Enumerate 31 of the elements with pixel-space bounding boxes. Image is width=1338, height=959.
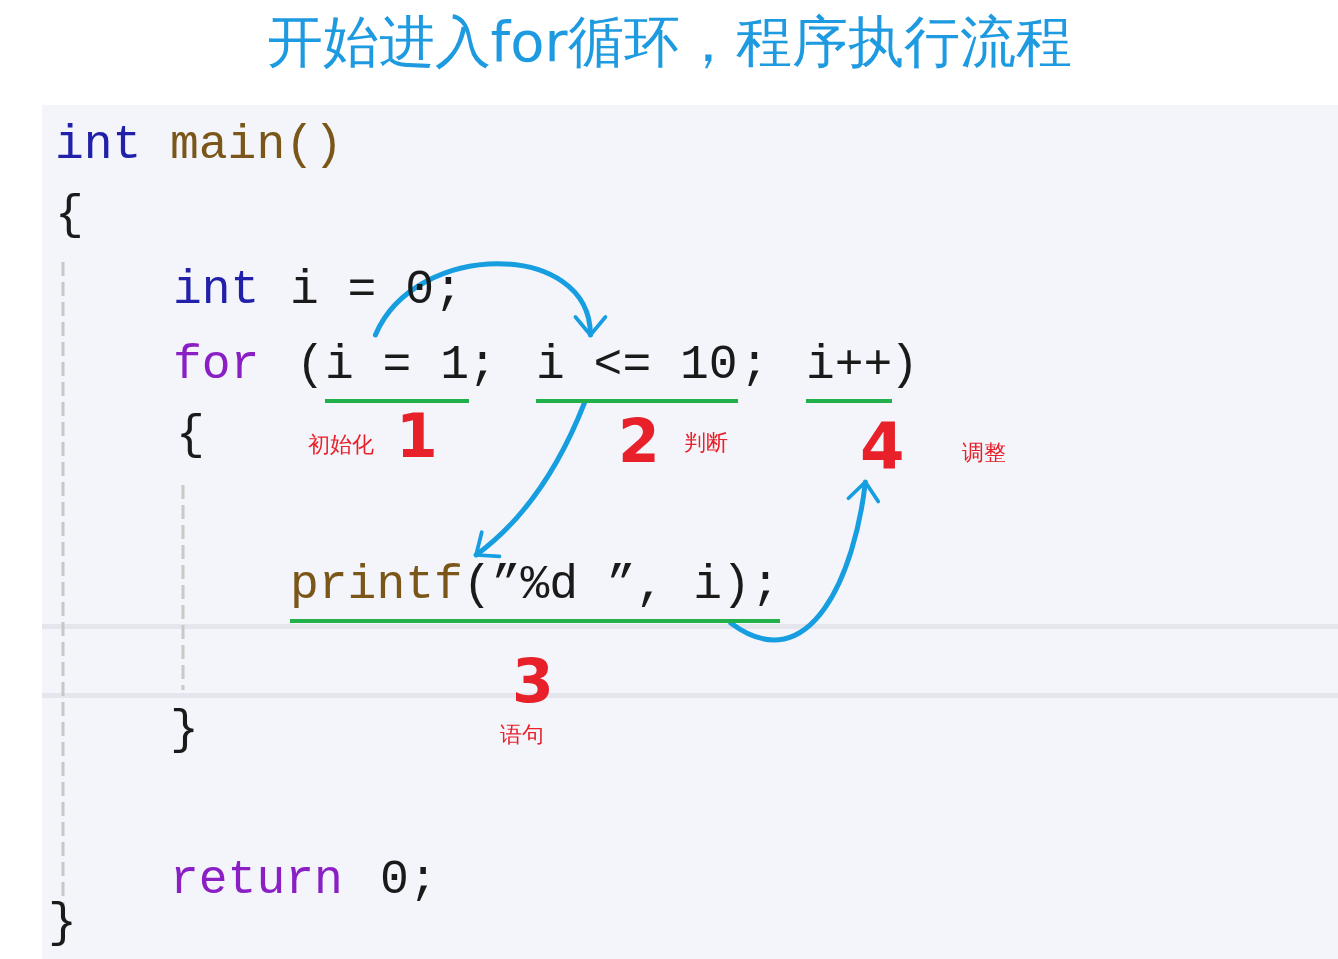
step-number: 2: [618, 405, 660, 477]
step-number: 4: [860, 412, 905, 482]
code-text: {: [176, 407, 205, 464]
step-label: 语句: [500, 722, 544, 749]
code-segment: i <= 10: [536, 335, 738, 403]
step-number: 3: [512, 645, 554, 717]
step-label: 初始化: [308, 432, 374, 459]
code-text: i = 0;: [290, 262, 463, 319]
code-segment: printf(”%d ”, i);: [290, 555, 780, 623]
flow-arrow: [728, 479, 880, 643]
code-text: ): [890, 337, 919, 394]
flow-arrow: [473, 400, 587, 558]
code-text: int: [55, 117, 142, 174]
code-text: for: [173, 337, 260, 394]
code-segment: i = 1: [325, 335, 470, 403]
step-label: 判断: [684, 430, 728, 457]
code-text: }: [170, 702, 199, 759]
step-number: 1: [396, 400, 438, 472]
code-text: {: [55, 187, 84, 244]
code-text: return: [170, 852, 343, 909]
code-text: 0;: [380, 852, 438, 909]
code-text: int: [173, 262, 260, 319]
diagram-title: 开始进入for循环，程序执行流程: [265, 8, 1073, 76]
code-text: (: [296, 337, 325, 394]
code-text: ;: [740, 337, 769, 394]
flow-arrow: [372, 261, 605, 338]
step-label: 调整: [962, 440, 1006, 467]
code-text: main(): [170, 117, 343, 174]
code-segment: i++: [806, 335, 893, 403]
code-text: }: [48, 895, 77, 952]
code-text: ;: [468, 337, 497, 394]
